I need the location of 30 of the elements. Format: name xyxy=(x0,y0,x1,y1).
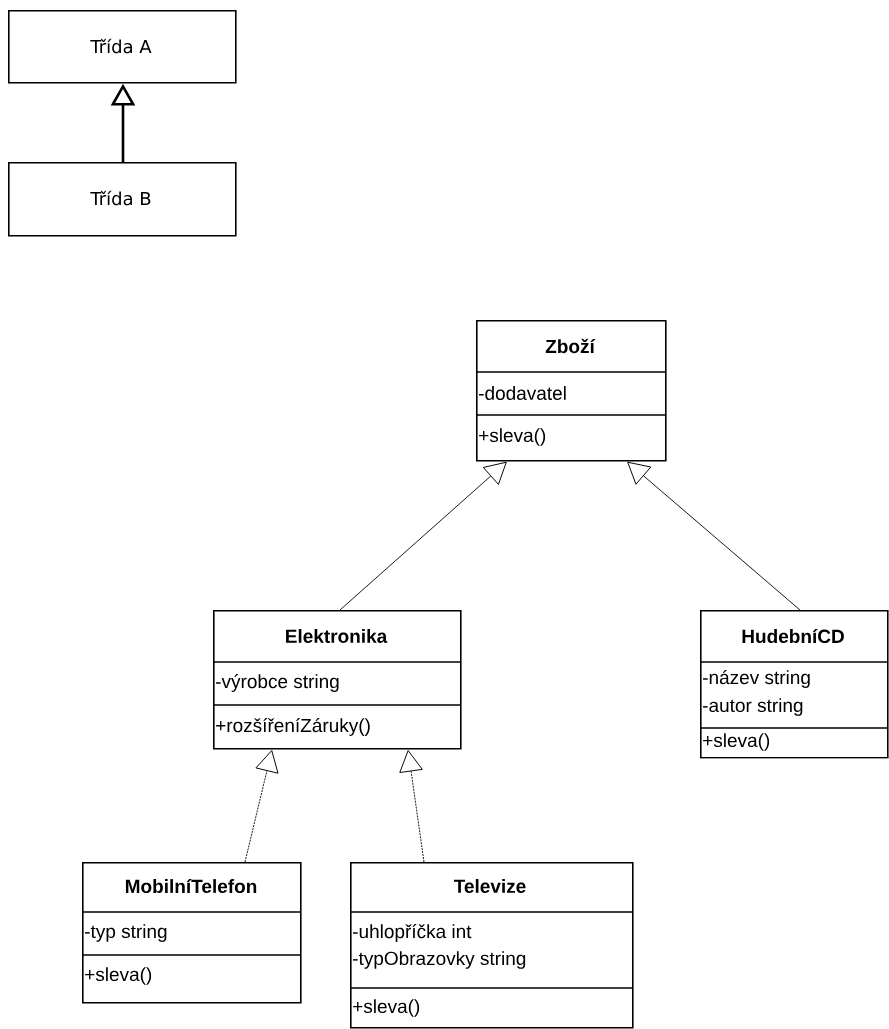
class-name: MobilníTelefon xyxy=(125,878,257,894)
class-name: Zboží xyxy=(545,338,596,354)
class-box xyxy=(8,162,237,237)
member-text: -dodavatel xyxy=(479,386,566,400)
inheritance-arrow xyxy=(244,750,279,863)
member-text: -výrobce string xyxy=(216,674,339,692)
class-box xyxy=(699,610,889,759)
class-box xyxy=(81,862,302,1004)
class-name: Třída B xyxy=(90,190,151,206)
class-name: Elektronika xyxy=(286,629,388,643)
inheritance-arrow xyxy=(399,750,425,863)
member-text: +sleva() xyxy=(85,967,152,985)
inheritance-arrow xyxy=(339,461,507,611)
member-text: -uhlopříčka int xyxy=(353,924,472,942)
class-name: HudebníCD xyxy=(742,628,844,644)
class-name: Televize xyxy=(453,879,526,893)
member-text: +rozšířeníZáruky() xyxy=(216,718,370,736)
class-name: Třída A xyxy=(90,38,152,54)
class-box xyxy=(475,320,667,462)
class-box xyxy=(212,610,462,750)
member-text: -typObrazovky string xyxy=(353,951,526,969)
member-text: -typ string xyxy=(85,924,167,942)
class-box xyxy=(8,10,237,84)
member-text: +sleva() xyxy=(703,733,770,751)
inheritance-arrow xyxy=(627,461,801,611)
member-text: +sleva() xyxy=(353,999,420,1017)
member-text: -název string xyxy=(703,670,810,688)
class-box xyxy=(349,862,634,1029)
member-text: +sleva() xyxy=(479,428,546,446)
member-text: -autor string xyxy=(703,698,803,716)
